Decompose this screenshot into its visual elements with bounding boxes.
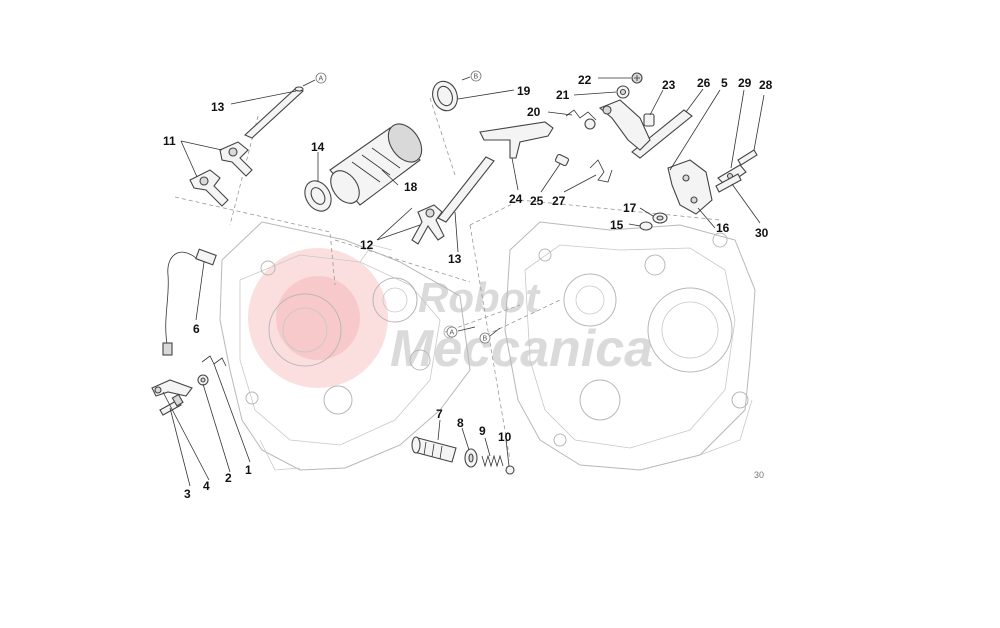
selector-fork-single (411, 204, 445, 245)
fork-shaft-rod-middle (437, 156, 495, 223)
return-spring (589, 159, 613, 183)
right-crankcase (504, 221, 756, 471)
callout-20: 20 (527, 105, 541, 119)
callout-24: 24 (509, 192, 523, 206)
callout-27: 27 (552, 194, 566, 208)
callout-21: 21 (556, 88, 570, 102)
locator-pin (554, 153, 570, 167)
callout-23: 23 (662, 78, 676, 92)
callout-19: 19 (517, 84, 531, 98)
callout-11: 11 (163, 134, 176, 148)
callout-4: 4 (203, 479, 210, 493)
reference-tag-a-top: A (302, 72, 327, 87)
callout-13-middle: 13 (448, 252, 462, 266)
fork-shaft-rod-top (244, 86, 304, 139)
callout-12: 12 (360, 238, 374, 252)
callout-3: 3 (184, 487, 191, 501)
detent-washer (197, 374, 209, 386)
pivot-cap (505, 465, 515, 475)
callout-30: 30 (755, 226, 769, 240)
callout-18: 18 (404, 180, 418, 194)
drum-washer (304, 180, 332, 212)
selector-drum (329, 123, 423, 206)
svg-text:B: B (474, 74, 479, 81)
screw-small (631, 72, 643, 84)
callout-5: 5 (721, 76, 728, 90)
callout-8: 8 (457, 416, 464, 430)
watermark-emblem (248, 248, 388, 388)
watermark-emblem-inner (276, 276, 360, 360)
callout-26: 26 (697, 76, 711, 90)
callout-22: 22 (578, 73, 592, 87)
selector-fork-pair (189, 141, 253, 207)
svg-text:A: A (319, 76, 324, 83)
callout-9: 9 (479, 424, 486, 438)
callout-7: 7 (436, 407, 443, 421)
ratchet-plate (479, 121, 554, 159)
detent-lever (151, 379, 193, 397)
washer-15 (639, 221, 653, 231)
drum-o-ring (432, 80, 458, 112)
callout-labels: 13 11 14 18 19 22 21 20 23 26 5 29 28 24… (163, 73, 773, 501)
callout-29: 29 (738, 76, 752, 90)
reference-tag-b-case: B (479, 327, 501, 344)
callout-16: 16 (716, 221, 730, 235)
bushing (643, 113, 655, 127)
bolt-lower (715, 173, 742, 193)
ratchet-spring (565, 109, 597, 130)
left-crankcase (219, 221, 471, 471)
pivot-spring (481, 454, 504, 468)
bolt-upper (737, 149, 758, 166)
detent-bolt (159, 393, 184, 416)
figure-number: 30 (754, 470, 764, 480)
svg-text:B: B (483, 336, 488, 343)
callout-13-top: 13 (211, 100, 225, 114)
gear-shift-shaft (598, 99, 693, 159)
watermark: Robot Meccanica (248, 248, 653, 388)
callout-25: 25 (530, 194, 544, 208)
callout-14: 14 (311, 140, 325, 154)
pawl-plate (667, 159, 713, 215)
circlip (616, 85, 630, 99)
callout-2: 2 (225, 471, 232, 485)
watermark-line2: Meccanica (390, 320, 653, 378)
reference-tag-a-case: A (446, 326, 476, 338)
callout-15: 15 (610, 218, 624, 232)
callout-10: 10 (498, 430, 512, 444)
callout-17: 17 (623, 201, 637, 215)
washer-17 (652, 212, 668, 224)
neutral-sensor (162, 248, 217, 356)
pivot-pin (411, 436, 457, 463)
svg-text:A: A (450, 330, 455, 337)
leader-lines (162, 77, 765, 487)
callout-28: 28 (759, 78, 773, 92)
reference-tag-b-top: B (461, 70, 482, 82)
callout-6: 6 (193, 322, 200, 336)
callout-1: 1 (245, 463, 252, 477)
pivot-washer (464, 448, 478, 468)
